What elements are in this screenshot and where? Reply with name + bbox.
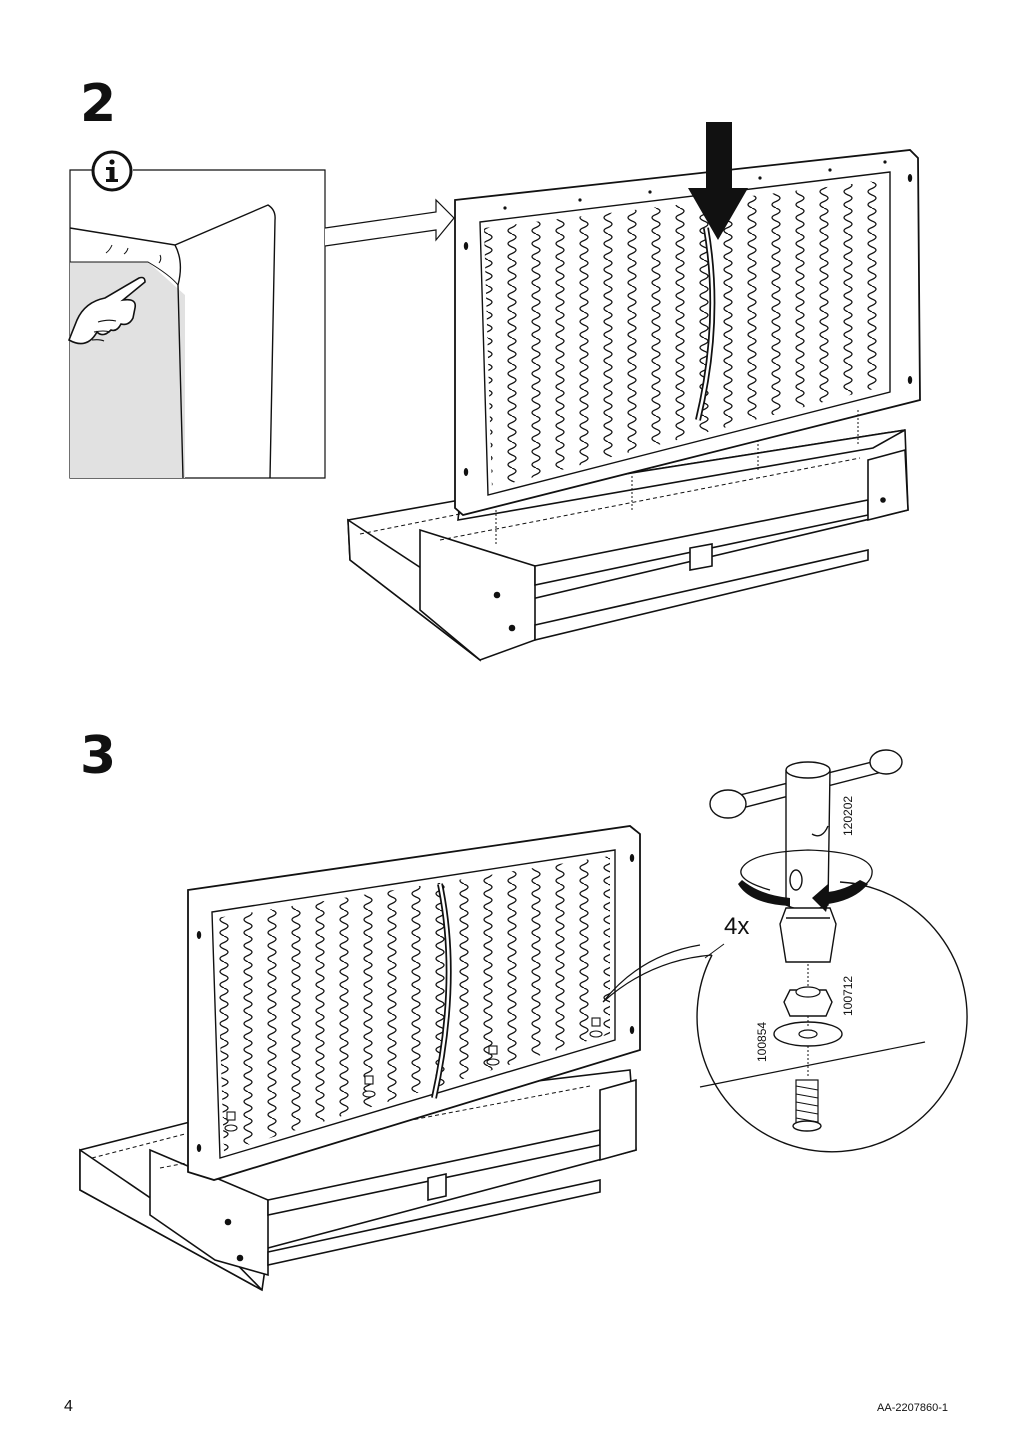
part-number-nut: 100712 — [841, 976, 855, 1016]
part-number-washer: 100854 — [755, 1022, 769, 1062]
step2-back-frame — [454, 149, 921, 516]
callout-pointer — [324, 198, 455, 247]
step2-base-frame — [347, 429, 909, 662]
step3-bolts — [224, 1017, 603, 1132]
hex-key-tool — [709, 749, 903, 963]
step3-back-frame — [187, 825, 641, 1181]
step-3-number: 3 — [80, 726, 117, 786]
info-callout — [67, 150, 326, 479]
step-2-number: 2 — [80, 74, 117, 134]
quantity-label: 4x — [724, 913, 749, 940]
detail-leader — [602, 944, 713, 1003]
step2-bolts — [495, 410, 859, 546]
down-arrow-icon — [688, 122, 748, 240]
page-number: 4 — [64, 1398, 73, 1415]
pointing-hand-icon — [67, 276, 146, 345]
rotate-arrow-icon — [738, 849, 873, 912]
document-id: AA-2207860-1 — [877, 1402, 948, 1414]
detail-magnifier — [696, 881, 968, 1153]
info-icon — [91, 150, 133, 192]
part-number-tool: 120202 — [841, 796, 855, 836]
